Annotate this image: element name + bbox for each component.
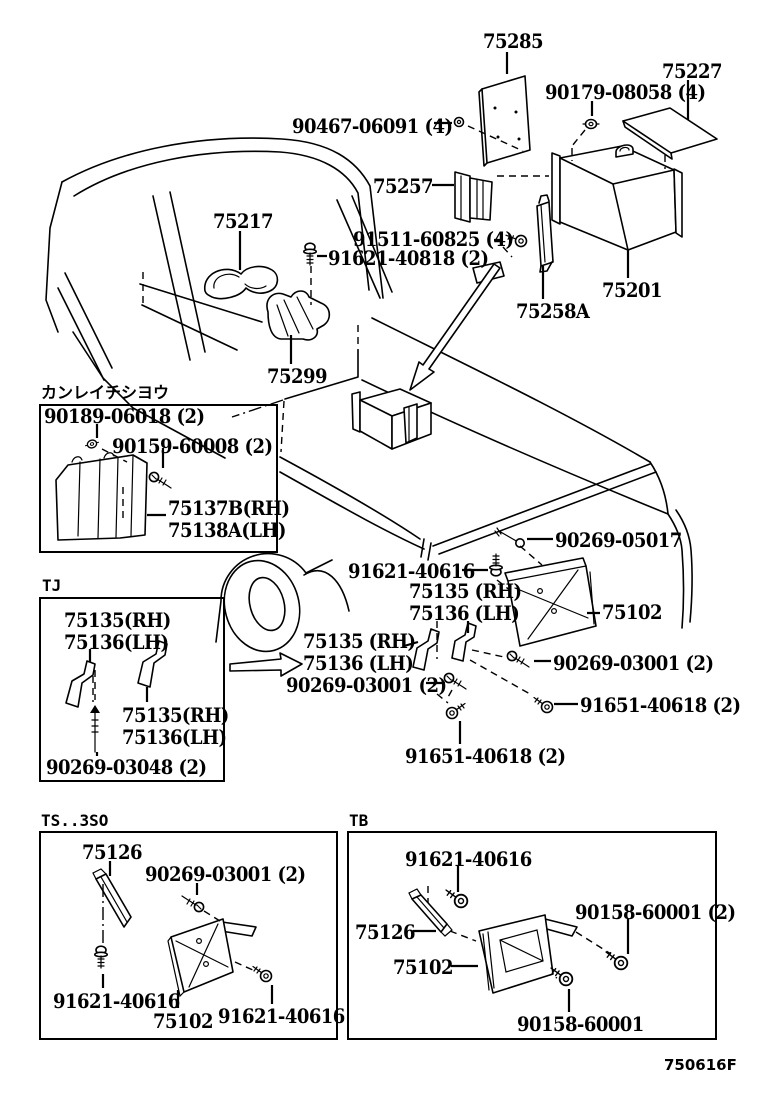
- page-code: 750616F: [664, 1056, 737, 1074]
- part-label-75126-ts: 75126: [82, 840, 142, 864]
- part-label-75102-tb: 75102: [393, 955, 453, 979]
- part-75102-tb-bracket: [478, 914, 578, 994]
- part-label-91621-40818: 91621-40818 (2): [328, 246, 489, 270]
- part-label-91621-ts-right: 91621-40616: [218, 1004, 345, 1028]
- part-label-91511-60825: 91511-60825 (4): [353, 227, 514, 251]
- part-75102-mid-bracket: [504, 557, 597, 647]
- part-label-90269-03001-right: 90269-03001 (2): [553, 651, 714, 675]
- screw-90269-03048: [90, 705, 100, 753]
- bracket-75135-rh-mid: [451, 622, 477, 662]
- part-label-75136-tj-top: 75136(LH): [64, 630, 169, 654]
- part-label-75201: 75201: [602, 278, 662, 302]
- part-label-75285: 75285: [483, 29, 543, 53]
- grommet-90179: [582, 118, 600, 130]
- part-label-75136-tj-bot: 75136(LH): [122, 725, 227, 749]
- part-label-91621-tb: 91621-40616: [405, 847, 532, 871]
- part-label-75135-tj-top: 75135(RH): [64, 608, 171, 632]
- part-label-75135-tj-bot: 75135(RH): [122, 703, 229, 727]
- part-label-90269-03001-ts: 90269-03001 (2): [145, 862, 306, 886]
- bolt-91621-ts-left: [94, 945, 108, 969]
- part-label-75258A: 75258A: [516, 299, 590, 323]
- tj-box-title: TJ: [42, 576, 62, 595]
- truck-bed-outline: [231, 317, 693, 629]
- part-label-91621-40616-mid: 91621-40616: [348, 559, 475, 583]
- part-label-75217: 75217: [213, 209, 273, 233]
- truck-cab-outline: [45, 137, 505, 459]
- screw-90467: [453, 116, 465, 128]
- part-75201-box: [551, 144, 683, 251]
- screw-90269-03001-ts: [181, 895, 205, 913]
- part-label-90467-06091: 90467-06091 (4): [292, 114, 453, 138]
- part-label-90179-08058: 90179-08058 (4): [545, 80, 706, 104]
- part-label-75135-rh-left: 75135 (RH): [303, 629, 416, 653]
- part-75258A-panel: [536, 194, 554, 273]
- part-75299-latch: [266, 290, 331, 341]
- bolt-91651-bottom: [445, 702, 466, 720]
- part-label-75137B-rh: 75137B(RH): [168, 496, 290, 520]
- bolt-91621-40616-mid: [488, 553, 504, 577]
- tb-box-title: TB: [349, 811, 369, 830]
- bolt-91651-right: [533, 696, 554, 714]
- part-label-90269-03048: 90269-03048 (2): [46, 755, 207, 779]
- bed-pointer-arrow: [409, 263, 501, 391]
- bed-bracket-part: [351, 388, 432, 450]
- part-75217-hook: [204, 265, 279, 300]
- alignment-dashes-top: [94, 125, 666, 700]
- part-label-90269-03001-left: 90269-03001 (2): [286, 673, 447, 697]
- tb-box: [347, 831, 717, 1040]
- cold-region-title: カンレイチシヨウ: [41, 383, 170, 402]
- part-75126-tb-strip: [408, 888, 453, 937]
- part-label-90158-60001-2: 90158-60001 (2): [575, 900, 736, 924]
- part-label-90269-05017: 90269-05017: [555, 528, 682, 552]
- part-75102-ts-bracket: [167, 918, 257, 998]
- part-label-90159-60008: 90159-60008 (2): [112, 434, 273, 458]
- part-label-75257: 75257: [373, 174, 433, 198]
- alignment-dashes-mid: [436, 545, 543, 704]
- screw-90467-center: [456, 119, 462, 125]
- part-75257-bracket: [454, 171, 493, 223]
- screw-90269-03001-left: [443, 672, 467, 690]
- part-75285-panel: [478, 75, 531, 167]
- part-label-75126-tb: 75126: [355, 920, 415, 944]
- bolt-91621-ts-right: [252, 965, 273, 983]
- bolt-90158-tb-bottom: [550, 967, 574, 987]
- part-label-75102-ts: 75102: [153, 1009, 213, 1033]
- part-label-75138A-lh: 75138A(LH): [168, 518, 286, 542]
- part-label-75227: 75227: [662, 59, 722, 83]
- cold-region-box: [39, 404, 278, 553]
- bolt-91621-40818: [302, 242, 318, 266]
- part-label-90158-60001: 90158-60001: [517, 1012, 644, 1036]
- leader-lines: [88, 52, 690, 1012]
- part-label-75135-rh-mid: 75135 (RH): [409, 579, 522, 603]
- bolt-91621-tb: [445, 889, 469, 909]
- part-label-91621-ts-left: 91621-40616: [53, 989, 180, 1013]
- bolt-90158-tb-right: [605, 951, 629, 971]
- part-label-91651-40618-bottom: 91651-40618 (2): [405, 744, 566, 768]
- part-label-91651-40618-right: 91651-40618 (2): [580, 693, 741, 717]
- tj-pointer-arrow: [229, 652, 303, 677]
- rear-wheel: [215, 552, 350, 653]
- clip-90269-05017: [494, 527, 525, 548]
- screw-90269-03001-right: [506, 650, 530, 668]
- tj-box: [39, 597, 225, 782]
- part-label-75136-lh-left: 75136 (LH): [303, 651, 414, 675]
- ts3so-box: [39, 831, 338, 1040]
- screw-90159: [148, 471, 172, 489]
- part-75227-lid: [622, 107, 718, 160]
- part-label-75102-mid: 75102: [602, 600, 662, 624]
- grommet-90189: [83, 437, 101, 451]
- ts3so-box-title: TS..3SO: [41, 811, 109, 830]
- bracket-75135-lh-mid: [412, 628, 440, 671]
- part-label-90189-06018: 90189-06018 (2): [44, 404, 205, 428]
- part-label-75299: 75299: [267, 364, 327, 388]
- part-label-75136-lh-mid: 75136 (LH): [409, 601, 520, 625]
